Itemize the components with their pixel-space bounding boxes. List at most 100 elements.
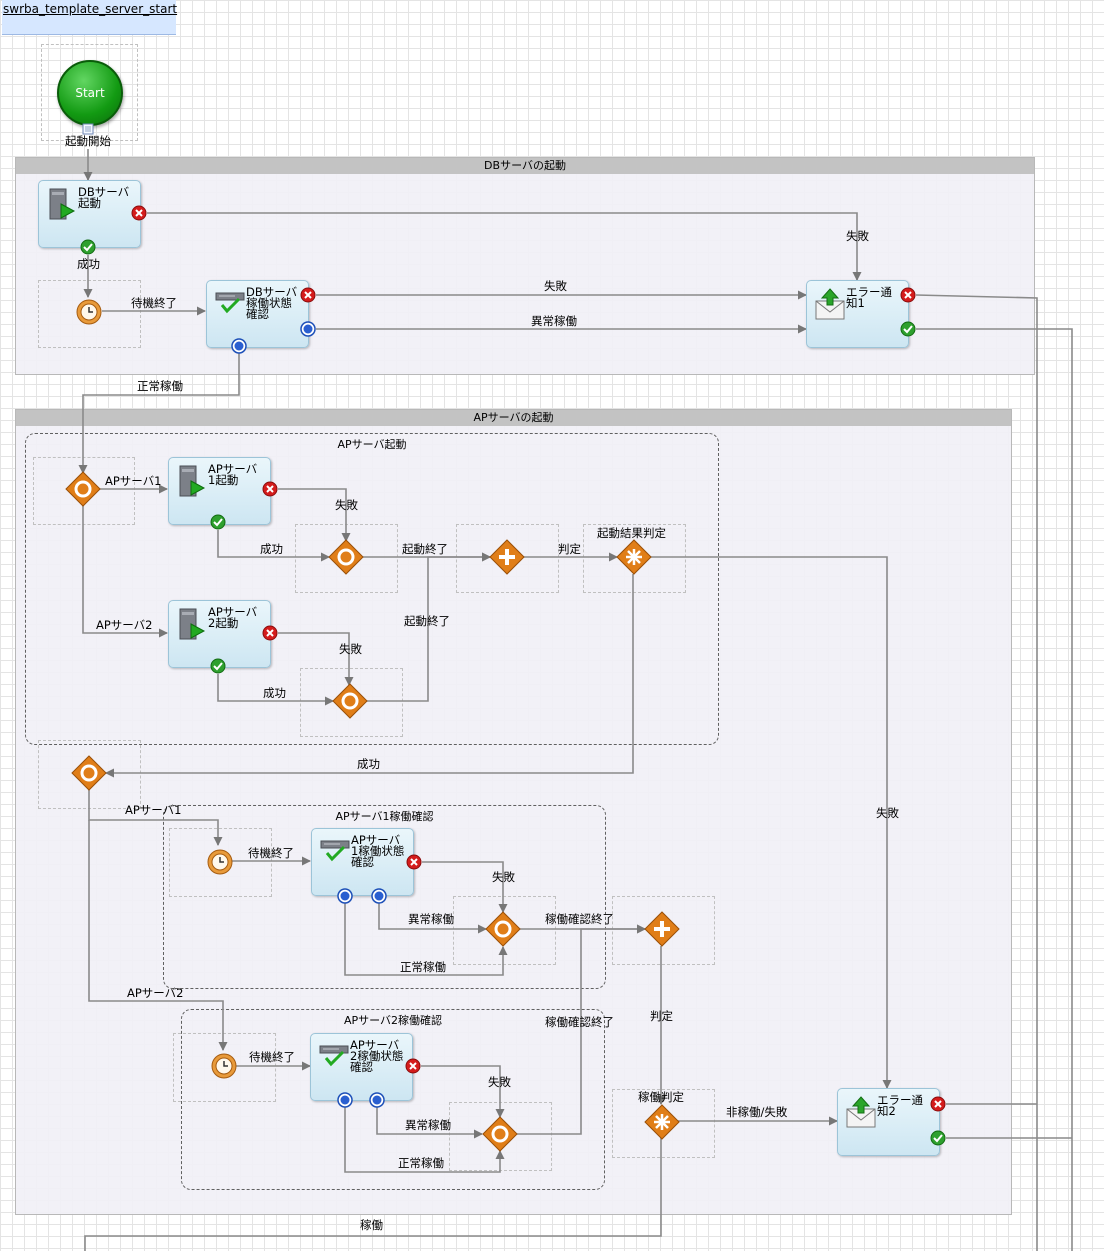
edge-label: 成功 xyxy=(357,757,380,771)
task-ap1-start[interactable]: APサーバ 1起動 xyxy=(168,457,271,525)
lane-ap-title: APサーバの起動 xyxy=(16,410,1011,426)
judge-gateway-icon[interactable] xyxy=(644,1104,680,1140)
task-ap1-check-label: APサーバ 1稼働状態 確認 xyxy=(351,833,405,869)
edge-ap2-fail xyxy=(278,632,354,686)
edge-label: 判定 xyxy=(558,542,581,556)
mail-upload-icon xyxy=(815,288,845,320)
task-ap2-check[interactable]: APサーバ 2稼働状態 確認 xyxy=(310,1033,413,1101)
start-label: Start xyxy=(75,86,105,100)
merge-gateway-icon[interactable] xyxy=(328,539,364,575)
server-start-icon xyxy=(179,608,206,640)
edge-ap2-branch-b xyxy=(88,820,228,1051)
edge-start-fail xyxy=(650,556,892,1089)
status-port-icon[interactable] xyxy=(369,1092,385,1108)
group-ap2-check: APサーバ2稼働確認 xyxy=(181,1009,605,1190)
success-port-icon[interactable] xyxy=(900,321,916,337)
edge-label: 失敗 xyxy=(544,279,567,293)
task-error-notify-1-label: エラー通 知1 xyxy=(846,285,892,310)
task-db-start[interactable]: DBサーバ 起動 xyxy=(38,180,141,248)
edge-ap1c-fail xyxy=(422,861,508,913)
edge-ap2-branch xyxy=(82,505,168,638)
slot-wait-1 xyxy=(38,280,141,348)
edge-label: 待機終了 xyxy=(131,296,177,310)
error-port-icon[interactable] xyxy=(262,481,278,497)
success-port-icon[interactable] xyxy=(210,514,226,530)
group-ap-start-label: APサーバ起動 xyxy=(337,438,407,451)
task-ap1-check[interactable]: APサーバ 1稼働状態 確認 xyxy=(311,828,414,896)
group-ap2-check-label: APサーバ2稼働確認 xyxy=(343,1014,443,1027)
parallel-gateway-icon[interactable] xyxy=(644,911,680,947)
error-port-icon[interactable] xyxy=(406,854,422,870)
merge-gateway-icon[interactable] xyxy=(482,1116,518,1152)
slot-wait-2 xyxy=(169,828,272,897)
edge-label: APサーバ1 xyxy=(105,474,162,488)
edge-ap1-success xyxy=(217,530,330,562)
edge-label: 起動終了 xyxy=(402,542,448,556)
error-port-icon[interactable] xyxy=(405,1058,421,1074)
edge-label: APサーバ2 xyxy=(96,618,153,632)
error-port-icon[interactable] xyxy=(300,287,316,303)
status-port-icon[interactable] xyxy=(337,1092,353,1108)
server-check-icon xyxy=(215,292,245,314)
edge-label: 起動終了 xyxy=(404,614,450,628)
task-error-notify-2[interactable]: エラー通 知2 xyxy=(837,1088,940,1156)
edge-label: 待機終了 xyxy=(248,846,294,860)
task-error-notify-1[interactable]: エラー通 知1 xyxy=(806,280,909,348)
status-port-icon[interactable] xyxy=(337,888,353,904)
mail-upload-icon xyxy=(846,1096,876,1128)
edge-err1-out-b xyxy=(916,328,1073,1251)
start-node[interactable]: Start xyxy=(57,60,123,126)
task-ap2-check-label: APサーバ 2稼働状態 確認 xyxy=(350,1038,404,1074)
judge-gateway-icon[interactable] xyxy=(616,539,652,575)
edge-ap2c-end xyxy=(517,924,646,1135)
edge-ap1c-normal xyxy=(344,903,508,976)
merge-gateway-icon[interactable] xyxy=(332,683,368,719)
error-port-icon[interactable] xyxy=(262,625,278,641)
task-db-check-label: DBサーバ 稼働状態 確認 xyxy=(246,285,298,321)
merge-gateway-icon[interactable] xyxy=(485,911,521,947)
status-port-icon[interactable] xyxy=(231,338,247,354)
timer-icon[interactable] xyxy=(206,848,234,876)
edge-label: 失敗 xyxy=(335,498,358,512)
edge-label: 待機終了 xyxy=(249,1050,295,1064)
edge-label: APサーバ2 xyxy=(127,986,184,1000)
branch-gateway-icon[interactable] xyxy=(65,471,101,507)
group-ap-start: APサーバ起動 xyxy=(25,433,719,745)
slot-judge-1 xyxy=(583,524,686,593)
error-port-icon[interactable] xyxy=(131,205,147,221)
group-ap1-check: APサーバ1稼働確認 xyxy=(163,805,606,989)
group-ap1-check-label: APサーバ1稼働確認 xyxy=(335,810,434,823)
success-port-icon[interactable] xyxy=(210,658,226,674)
status-port-icon[interactable] xyxy=(300,321,316,337)
diagram-title: swrba_template_server_start xyxy=(3,2,178,16)
task-ap1-start-label: APサーバ 1起動 xyxy=(208,462,258,487)
error-port-icon[interactable] xyxy=(930,1096,946,1112)
diagram-tab[interactable]: swrba_template_server_start xyxy=(2,0,178,35)
slot-merge-3 xyxy=(453,896,556,965)
edge-label: 非稼働/失敗 xyxy=(726,1105,788,1119)
branch-gateway-icon[interactable] xyxy=(71,755,107,791)
edge-label: 稼働 xyxy=(360,1218,383,1232)
edge-label: 稼働確認終了 xyxy=(545,912,614,926)
timer-icon[interactable] xyxy=(75,298,103,326)
success-port-icon[interactable] xyxy=(930,1130,946,1146)
status-port-icon[interactable] xyxy=(371,888,387,904)
edge-db-start-fail xyxy=(147,212,862,281)
edge-label: 失敗 xyxy=(492,870,515,884)
task-ap2-start-label: APサーバ 2起動 xyxy=(208,605,258,630)
edge-label: APサーバ1 xyxy=(125,803,182,817)
edge-label: 失敗 xyxy=(488,1075,511,1089)
success-port-icon[interactable] xyxy=(80,239,96,255)
error-port-icon[interactable] xyxy=(900,287,916,303)
server-check-icon xyxy=(319,1045,349,1067)
edge-label: 成功 xyxy=(263,686,286,700)
edge-running xyxy=(84,1138,662,1251)
task-db-check[interactable]: DBサーバ 稼働状態 確認 xyxy=(206,280,309,348)
parallel-gateway-icon[interactable] xyxy=(489,539,525,575)
slot-parallel-1 xyxy=(456,524,559,593)
task-ap2-start[interactable]: APサーバ 2起動 xyxy=(168,600,271,668)
timer-icon[interactable] xyxy=(210,1052,238,1080)
edge-label: 稼働確認終了 xyxy=(545,1015,614,1029)
edge-ap2c-normal xyxy=(344,1107,505,1173)
